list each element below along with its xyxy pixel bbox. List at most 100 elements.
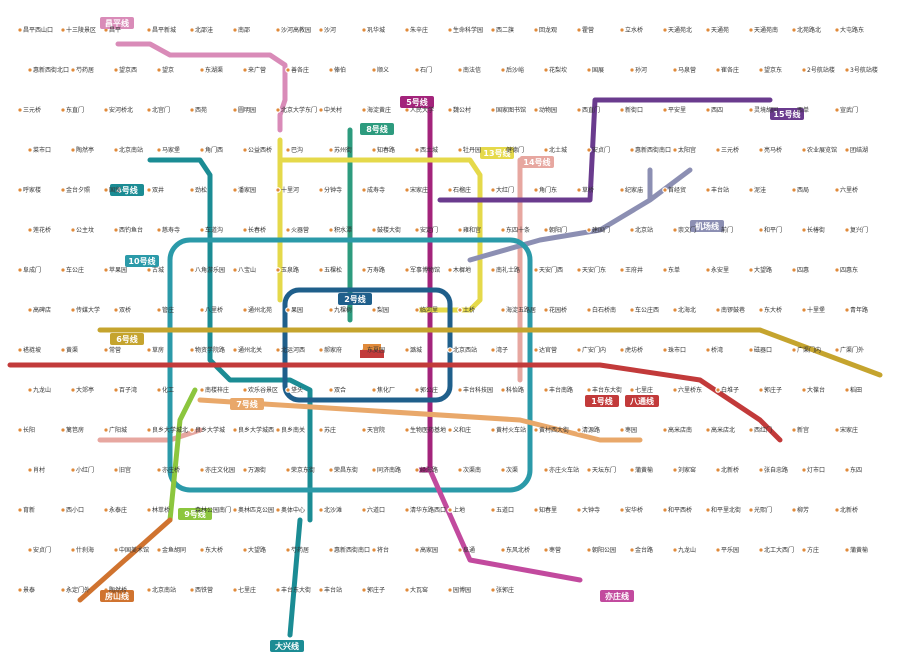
station-dot[interactable] bbox=[447, 187, 453, 193]
station-dot[interactable] bbox=[586, 307, 592, 313]
station-dot[interactable] bbox=[576, 187, 582, 193]
station-label[interactable]: 北京站 bbox=[635, 226, 653, 234]
station-label[interactable]: 大红门 bbox=[496, 186, 514, 194]
station-label[interactable]: 3号航站楼 bbox=[850, 66, 878, 74]
station-label[interactable]: 车道沟 bbox=[205, 226, 223, 234]
station-label[interactable]: 新街口 bbox=[625, 106, 643, 114]
line-badge[interactable]: 大兴线 bbox=[270, 640, 304, 652]
station-label[interactable]: 陶然桥 bbox=[109, 586, 127, 594]
station-label[interactable]: 安贞门 bbox=[592, 146, 610, 154]
station-dot[interactable] bbox=[232, 507, 238, 513]
station-label[interactable]: 七里庄 bbox=[635, 386, 653, 394]
line-badge[interactable]: 14号线 bbox=[520, 156, 554, 168]
station-label[interactable]: 陶然亭 bbox=[76, 146, 94, 154]
station-label[interactable]: 八里桥 bbox=[205, 306, 223, 314]
station-label[interactable]: 通州北关 bbox=[238, 346, 262, 354]
station-dot[interactable] bbox=[490, 507, 496, 513]
station-dot[interactable] bbox=[457, 307, 463, 313]
station-label[interactable]: 大瓦窑 bbox=[410, 586, 428, 594]
station-label[interactable]: 九龙山 bbox=[678, 546, 696, 554]
station-label[interactable]: 广阳城 bbox=[109, 426, 127, 434]
station-label[interactable]: 果园 bbox=[291, 307, 303, 314]
station-label[interactable]: 荣京东街 bbox=[291, 466, 315, 474]
station-label[interactable]: 平乐园 bbox=[721, 547, 739, 554]
station-label[interactable]: 北沙滩 bbox=[324, 506, 342, 514]
station-label[interactable]: 北京大学东门 bbox=[281, 106, 317, 114]
station-label[interactable]: 六里桥 bbox=[840, 186, 858, 194]
station-label[interactable]: 永泰庄 bbox=[109, 506, 127, 514]
station-label[interactable]: 北京西站 bbox=[453, 346, 477, 354]
station-label[interactable]: 林萃桥 bbox=[152, 506, 170, 514]
station-dot[interactable] bbox=[285, 467, 291, 473]
station-dot[interactable] bbox=[361, 107, 367, 113]
station-dot[interactable] bbox=[242, 387, 248, 393]
station-dot[interactable] bbox=[328, 147, 334, 153]
station-label[interactable]: 宋家庄 bbox=[410, 186, 428, 194]
station-dot[interactable] bbox=[672, 387, 678, 393]
station-dot[interactable] bbox=[500, 467, 506, 473]
station-label[interactable]: 俸伯 bbox=[334, 66, 346, 74]
station-dot[interactable] bbox=[17, 107, 23, 113]
station-label[interactable]: 马家堡 bbox=[162, 146, 180, 154]
station-dot[interactable] bbox=[705, 107, 711, 113]
station-label[interactable]: 双合 bbox=[334, 386, 346, 394]
station-dot[interactable] bbox=[404, 507, 410, 513]
station-label[interactable]: 丰台东大街 bbox=[592, 386, 622, 394]
station-dot[interactable] bbox=[715, 147, 721, 153]
station-dot[interactable] bbox=[543, 227, 549, 233]
station-dot[interactable] bbox=[60, 507, 66, 513]
station-label[interactable]: 清源路 bbox=[582, 426, 600, 434]
station-dot[interactable] bbox=[500, 387, 506, 393]
station-dot[interactable] bbox=[285, 147, 291, 153]
station-label[interactable]: 公主坟 bbox=[76, 226, 94, 234]
station-dot[interactable] bbox=[748, 507, 754, 513]
station-dot[interactable] bbox=[586, 387, 592, 393]
station-label[interactable]: 荣昌东街 bbox=[334, 466, 358, 474]
station-dot[interactable] bbox=[189, 267, 195, 273]
station-dot[interactable] bbox=[533, 507, 539, 513]
station-label[interactable]: 蒲黄榆 bbox=[850, 546, 868, 554]
station-dot[interactable] bbox=[457, 227, 463, 233]
station-dot[interactable] bbox=[275, 507, 281, 513]
station-dot[interactable] bbox=[715, 67, 721, 73]
station-dot[interactable] bbox=[70, 307, 76, 313]
station-label[interactable]: 天通苑南 bbox=[754, 26, 778, 34]
station-dot[interactable] bbox=[371, 467, 377, 473]
station-label[interactable]: 大望路 bbox=[248, 546, 266, 554]
station-label[interactable]: 立水桥 bbox=[625, 26, 643, 34]
station-label[interactable]: 灵境胡同 bbox=[754, 106, 778, 114]
station-dot[interactable] bbox=[619, 187, 625, 193]
station-label[interactable]: 金台夕照 bbox=[66, 186, 90, 194]
station-label[interactable]: 黄村火车站 bbox=[496, 426, 526, 434]
station-dot[interactable] bbox=[404, 347, 410, 353]
station-label[interactable]: 大葆台 bbox=[807, 386, 825, 394]
station-label[interactable]: 垡头 bbox=[291, 386, 303, 394]
station-label[interactable]: 土桥 bbox=[463, 306, 475, 314]
station-dot[interactable] bbox=[457, 67, 463, 73]
station-label[interactable]: 来广营 bbox=[248, 66, 266, 74]
station-dot[interactable] bbox=[189, 107, 195, 113]
station-dot[interactable] bbox=[113, 227, 119, 233]
station-dot[interactable] bbox=[60, 427, 66, 433]
station-label[interactable]: 东直门 bbox=[66, 106, 84, 114]
station-label[interactable]: 宣武门 bbox=[840, 106, 858, 114]
station-label[interactable]: 芍药居 bbox=[291, 546, 309, 554]
station-dot[interactable] bbox=[328, 547, 334, 553]
station-dot[interactable] bbox=[457, 467, 463, 473]
station-label[interactable]: 四惠 bbox=[797, 266, 809, 274]
station-dot[interactable] bbox=[576, 507, 582, 513]
station-dot[interactable] bbox=[103, 347, 109, 353]
station-label[interactable]: 北苑路北 bbox=[797, 26, 821, 34]
station-label[interactable]: 北新桥 bbox=[721, 466, 739, 474]
line-badge[interactable]: 2号线 bbox=[338, 293, 372, 305]
station-dot[interactable] bbox=[662, 427, 668, 433]
station-dot[interactable] bbox=[404, 27, 410, 33]
station-label[interactable]: 丰台站 bbox=[711, 186, 729, 194]
station-dot[interactable] bbox=[629, 547, 635, 553]
station-label[interactable]: 丰台东大街 bbox=[281, 586, 311, 594]
station-dot[interactable] bbox=[318, 267, 324, 273]
station-label[interactable]: 天安门东 bbox=[582, 266, 606, 274]
station-dot[interactable] bbox=[801, 67, 807, 73]
station-label[interactable]: 十三陵景区 bbox=[66, 26, 96, 34]
line-badge[interactable]: 房山线 bbox=[100, 590, 134, 602]
